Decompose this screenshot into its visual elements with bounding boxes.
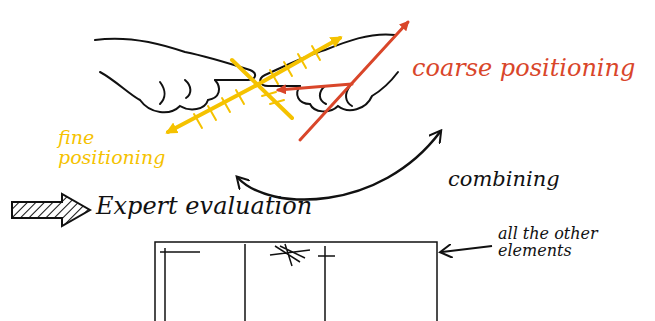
pointer-arrow — [442, 246, 492, 252]
interface-sketch — [155, 242, 437, 321]
callout-note: all the other elements — [498, 226, 648, 260]
combining-arrow — [238, 132, 440, 200]
coarse-arrows — [278, 22, 408, 140]
hatched-arrow — [12, 194, 90, 226]
combining-label: combining — [448, 168, 598, 190]
fine-axes — [168, 38, 340, 132]
fine-label: fine positioning — [58, 128, 178, 168]
left-hand — [95, 39, 255, 113]
coarse-label: coarse positioning — [412, 56, 652, 81]
section-heading: Expert evaluation — [96, 194, 356, 219]
